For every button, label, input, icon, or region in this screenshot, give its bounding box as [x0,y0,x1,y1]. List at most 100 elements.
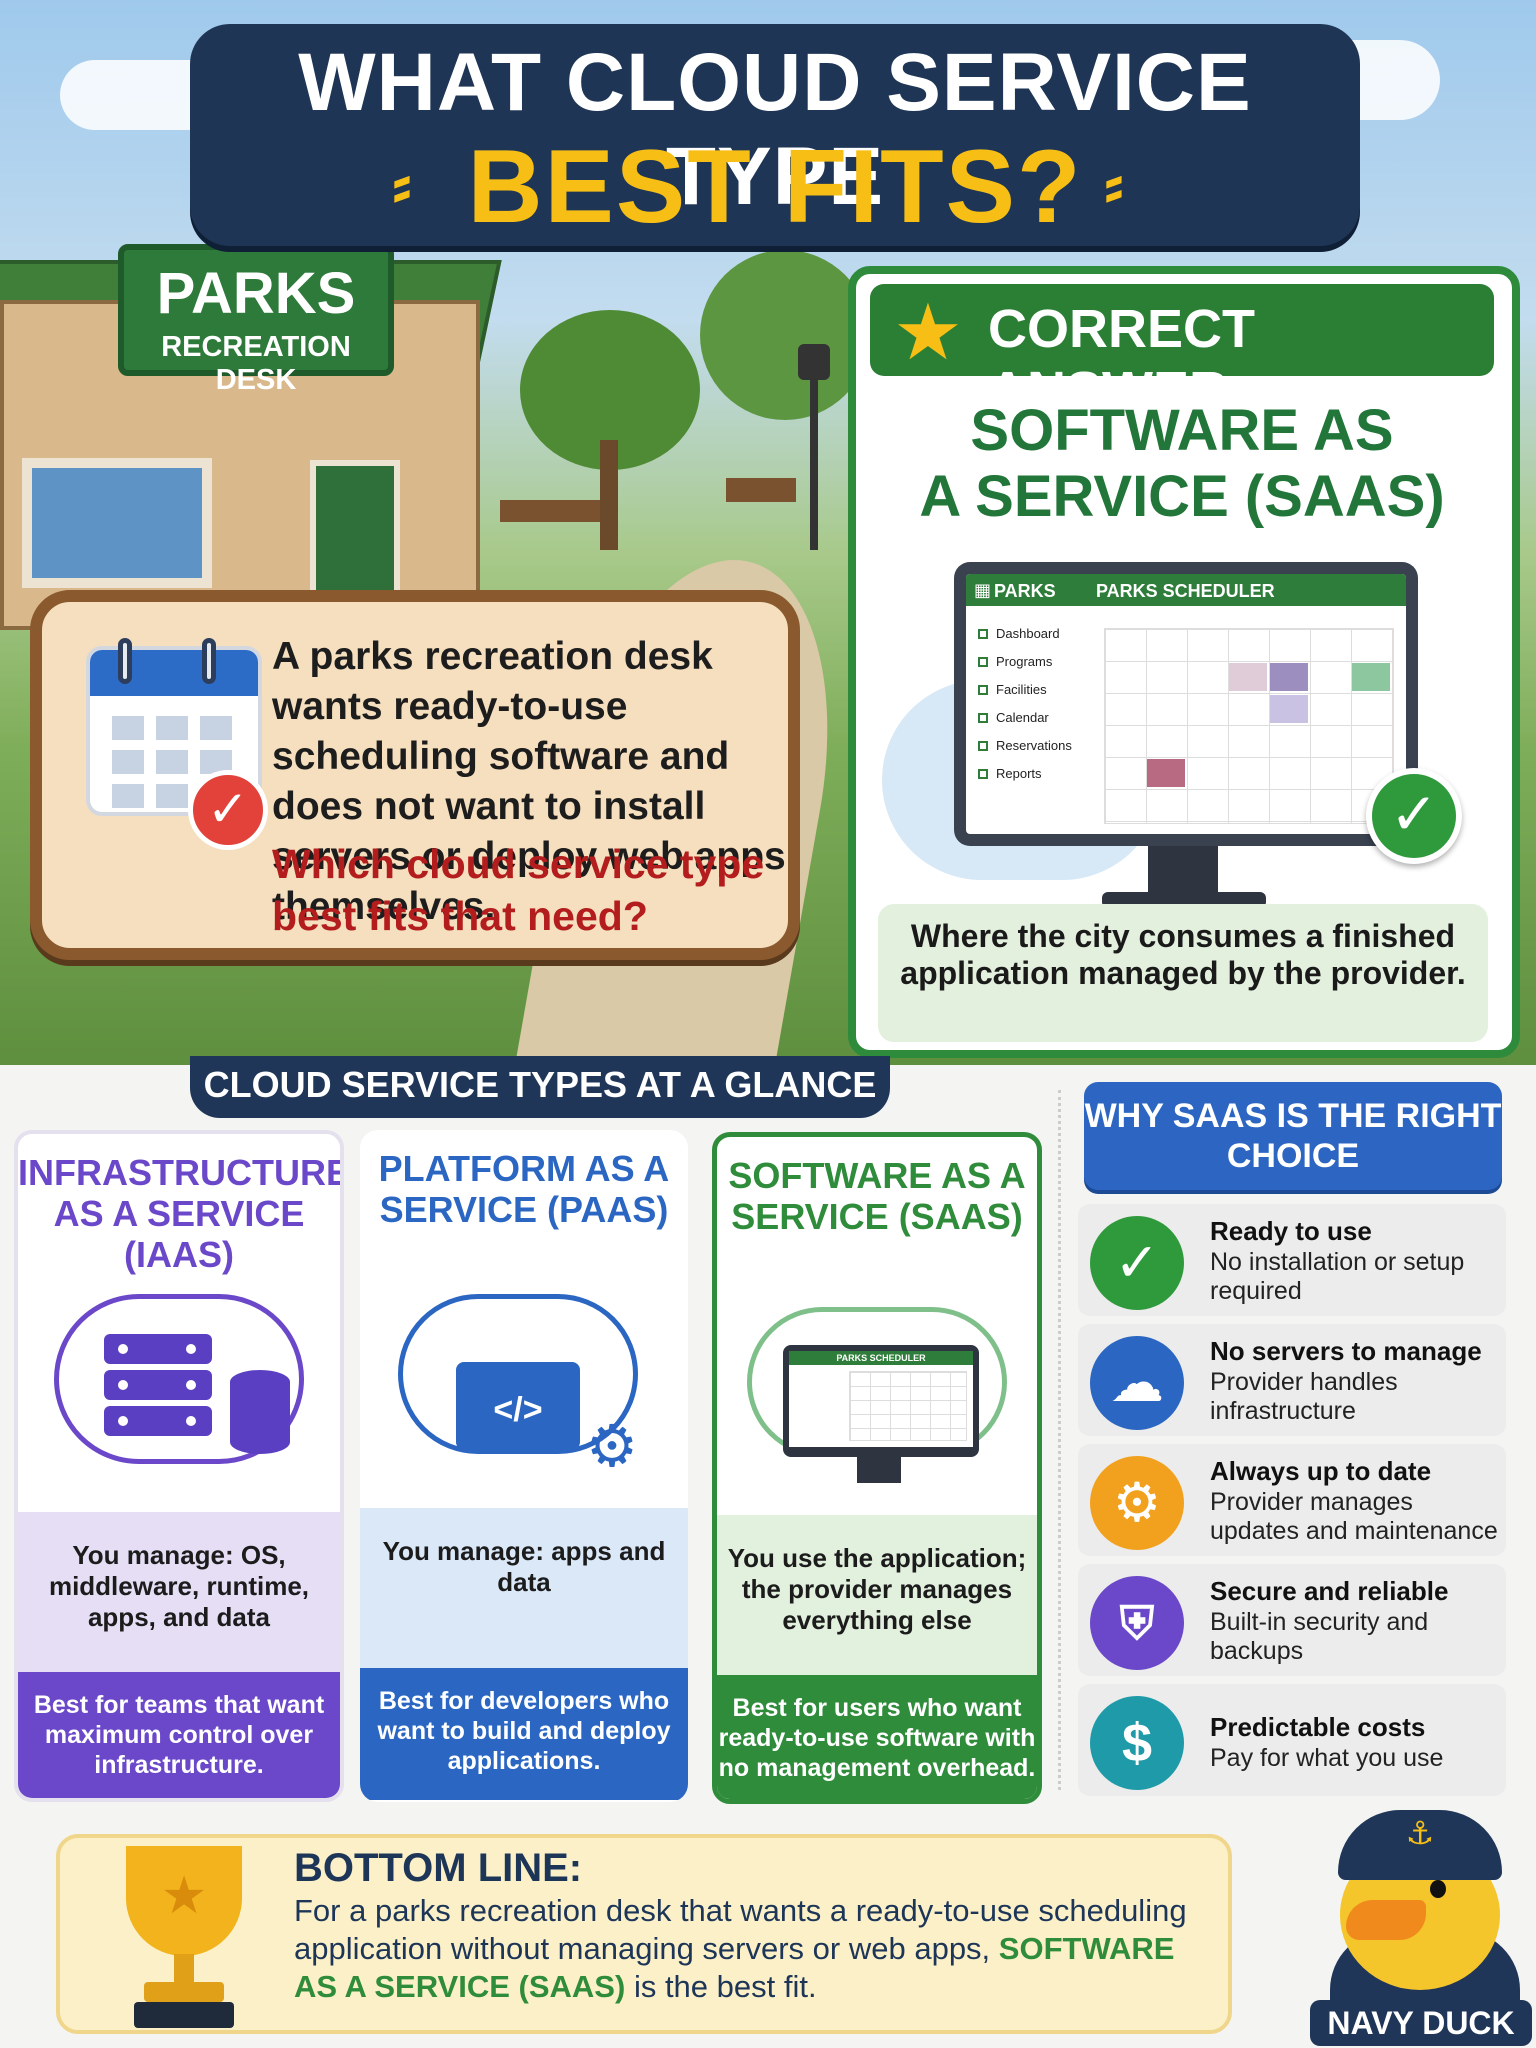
why-item-desc: Built-in security and backups [1210,1608,1429,1665]
why-item-title: Predictable costs [1210,1712,1426,1742]
saas-manage: You use the application; the provider ma… [717,1515,1037,1675]
mini-screen-title: PARKS SCHEDULER [789,1351,973,1365]
why-item-title: Secure and reliable [1210,1576,1449,1606]
gear-icon: ⚙ [586,1414,638,1479]
scenario-text: A parks recreation desk wants ready-to-u… [272,635,786,928]
duck-beak [1346,1900,1426,1940]
server-icon [104,1334,212,1364]
bottom-line-text: For a parks recreation desk that wants a… [294,1892,1194,2006]
menu-item-programs: Programs [978,654,1052,669]
check-badge-icon: ✓ [188,770,268,850]
screen-title: PARKS SCHEDULER [1096,581,1275,601]
why-item-secure: ⛨ Secure and reliable Built-in security … [1078,1564,1506,1676]
lamp-head [798,344,830,380]
saas-title: SOFTWARE AS A SERVICE (SAAS) [728,1155,1026,1237]
menu-item-dashboard: Dashboard [978,626,1060,641]
answer-title: SOFTWARE AS A SERVICE (SAAS) [870,398,1494,530]
why-item-title: Ready to use [1210,1216,1372,1246]
glance-banner [190,1056,890,1118]
calendar-ring [118,638,132,684]
menu-item-facilities: Facilities [978,682,1047,697]
iaas-column: INFRASTRUCTURE AS A SERVICE (IAAS) You m… [14,1130,344,1802]
iaas-title: INFRASTRUCTURE AS A SERVICE (IAAS) [18,1152,344,1275]
duck-cap [1338,1810,1502,1880]
server-icon [104,1406,212,1436]
duck-eye [1430,1880,1446,1898]
answer-title-line1: SOFTWARE AS [970,398,1394,463]
monitor-stand [1148,846,1218,896]
database-icon [230,1370,290,1454]
correct-answer-label: CORRECT ANSWER [988,299,1255,421]
cloud-icon: ☁ [1090,1336,1184,1430]
picnic-table [500,500,600,522]
saas-best-for: Best for users who want ready-to-use sof… [717,1675,1037,1799]
parks-sign-title: PARKS [156,261,356,326]
page-title-line1: WHAT CLOUD SERVICE TYPE [298,37,1252,222]
section-divider [1058,1090,1061,1790]
park-bench [726,478,796,502]
scenario-question: Which cloud service type best fits that … [272,841,765,939]
check-icon: ✓ [1366,768,1462,864]
lamp-post [810,360,818,550]
menu-item-reservations: Reservations [978,738,1072,753]
iaas-manage: You manage: OS, middleware, runtime, app… [18,1512,340,1672]
parks-sign: PARKS RECREATION DESK [118,244,394,396]
bottom-text-highlight: SOFTWARE AS A SERVICE (SAAS) [294,1931,1175,2004]
grid-icon: ▦ [974,580,992,600]
scenario-card: ✓ A parks recreation desk wants ready-to… [30,590,800,960]
paas-best-for: Best for developers who want to build an… [360,1668,688,1800]
park-tree [700,250,870,420]
trophy-icon: ★ [86,1826,282,2036]
calendar-ring [202,638,216,684]
iaas-best-for: Best for teams that want maximum control… [18,1672,340,1798]
why-item-desc: Provider manages updates and maintenance [1210,1488,1498,1545]
building-window [22,458,212,588]
title-banner [190,24,1360,246]
glance-label: CLOUD SERVICE TYPES AT A GLANCE [203,1064,877,1105]
why-item-updates: ⚙ Always up to date Provider manages upd… [1078,1444,1506,1556]
page-title-line2: BEST FITS? [467,129,1083,245]
monitor-icon: PARKS SCHEDULER [783,1345,979,1457]
shield-icon: ⛨ [1090,1576,1184,1670]
tree-trunk [600,440,618,550]
screen-brand: PARKS [994,581,1056,601]
answer-title-line2: A SERVICE (SAAS) [919,464,1445,529]
bottom-line-title: BOTTOM LINE: [294,1846,583,1890]
correct-answer-header [870,284,1494,376]
paas-title: PLATFORM AS A SERVICE (PAAS) [378,1148,670,1230]
why-item-title: No servers to manage [1210,1336,1482,1366]
screen-topbar: ▦ PARKS PARKS SCHEDULER [966,574,1406,606]
why-item-desc: Provider handles infrastructure [1210,1368,1398,1425]
why-item-costs: $ Predictable costs Pay for what you use [1078,1684,1506,1796]
monitor-stand [857,1457,901,1483]
why-saas-header: WHY SAAS IS THE RIGHT CHOICE [1084,1082,1502,1190]
star-icon: ★ [893,288,963,376]
menu-item-calendar: Calendar [978,710,1049,725]
paas-column: PLATFORM AS A SERVICE (PAAS) </> ⚙ You m… [360,1130,688,1802]
bottom-text-end: is the best fit. [633,1969,817,2004]
scheduler-screen: ▦ PARKS PARKS SCHEDULER Dashboard Progra… [966,574,1406,834]
paas-manage: You manage: apps and data [360,1508,688,1668]
spark-left-icon: ⸗ [392,151,412,218]
schedule-grid [1104,628,1394,824]
check-icon: ✓ [1090,1216,1184,1310]
why-item-desc: Pay for what you use [1210,1744,1444,1772]
code-window-icon: </> [456,1362,580,1450]
gear-icon: ⚙ [1090,1456,1184,1550]
why-item-title: Always up to date [1210,1456,1432,1486]
dollar-icon: $ [1090,1696,1184,1790]
bottom-line-card [56,1834,1232,2034]
saas-column: SOFTWARE AS A SERVICE (SAAS) PARKS SCHED… [712,1132,1042,1804]
scheduler-monitor: ▦ PARKS PARKS SCHEDULER Dashboard Progra… [954,562,1418,846]
why-item-servers: ☁ No servers to manage Provider handles … [1078,1324,1506,1436]
server-icon [104,1370,212,1400]
bottom-text-start: For a parks recreation desk that wants a… [294,1893,1187,1966]
spark-right-icon: ⸗ [1104,151,1124,218]
why-item-desc: No installation or setup required [1210,1248,1465,1305]
anchor-icon: ⚓ [1405,1815,1435,1851]
answer-note: Where the city consumes a finished appli… [878,904,1488,1042]
mascot-label: NAVY DUCK [1310,2000,1532,2046]
menu-item-reports: Reports [978,766,1042,781]
parks-sign-subtitle: RECREATION DESK [161,331,351,396]
why-item-ready: ✓ Ready to use No installation or setup … [1078,1204,1506,1316]
